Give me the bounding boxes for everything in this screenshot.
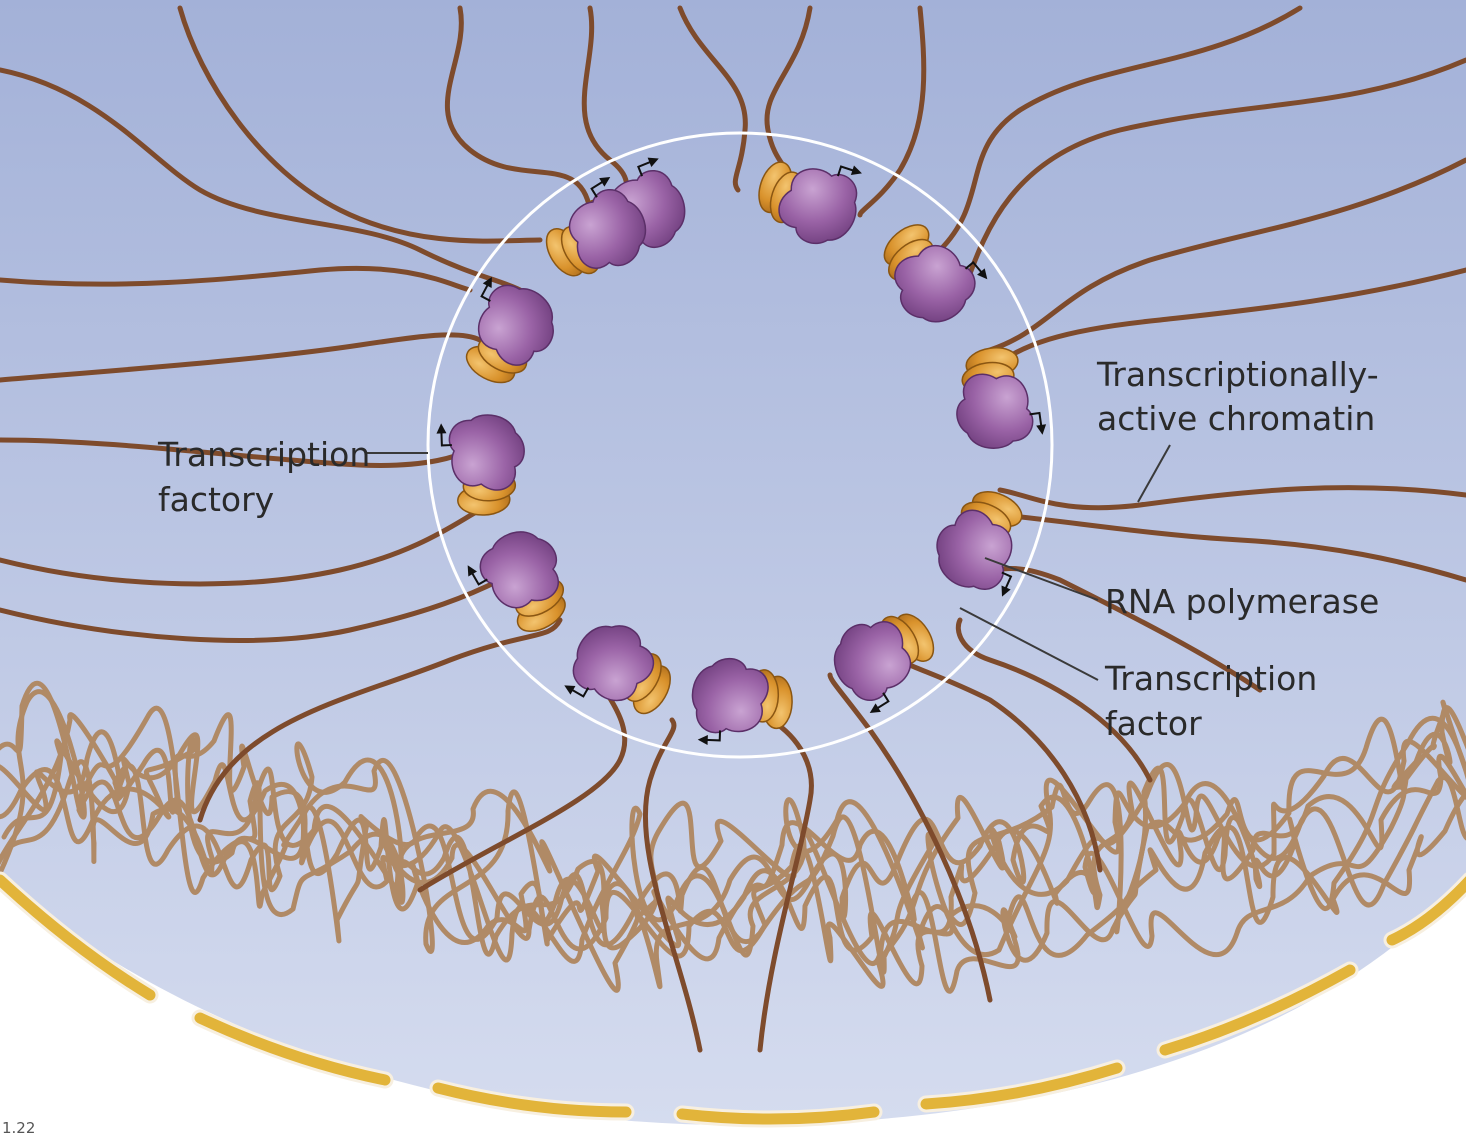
inactive-chromatin-strand bbox=[0, 699, 1466, 964]
leader-line-chromatin bbox=[1137, 444, 1171, 503]
label-transcription-factor: Transcription factor bbox=[1104, 659, 1328, 743]
transcription-complex bbox=[833, 613, 935, 713]
transcription-start-arrow bbox=[564, 685, 590, 698]
transcription-start-arrow bbox=[1029, 411, 1047, 435]
inactive-chromatin-strand bbox=[0, 689, 1466, 987]
transcription-complex bbox=[545, 177, 647, 277]
rna-polymerase bbox=[894, 244, 976, 323]
transcription-complex bbox=[564, 625, 671, 715]
label-transcription-factory: Transcription factory bbox=[157, 435, 381, 519]
transcription-complex bbox=[956, 347, 1047, 449]
transcription-complexes bbox=[436, 157, 1047, 746]
transcription-start-arrow bbox=[964, 260, 988, 280]
transcription-complex bbox=[936, 491, 1023, 597]
transcription-complex bbox=[691, 658, 793, 746]
rna-polymerase bbox=[936, 509, 1013, 590]
transcription-start-arrow bbox=[480, 276, 492, 302]
transcription-start-arrow bbox=[637, 157, 659, 177]
nuclear-envelope-segment bbox=[1159, 964, 1356, 1056]
rna-polymerase bbox=[691, 658, 769, 734]
transcription-complex bbox=[758, 161, 862, 245]
rna-polymerase bbox=[956, 373, 1034, 449]
transcription-complex bbox=[883, 224, 988, 323]
transcriptionally-active-chromatin bbox=[0, 5, 1466, 1053]
rna-polymerase bbox=[778, 168, 858, 245]
transcription-start-arrow bbox=[697, 730, 722, 746]
transcription-start-arrow bbox=[836, 165, 862, 177]
nuclear-envelope-segment bbox=[432, 1082, 632, 1118]
transcription-start-arrow bbox=[590, 177, 611, 198]
transcription-factory-outline bbox=[426, 131, 1054, 759]
transcription-complex bbox=[465, 276, 554, 384]
transcription-start-arrow bbox=[467, 565, 488, 586]
rna-polymerase bbox=[572, 625, 655, 702]
rna-polymerase bbox=[477, 284, 554, 366]
rna-polymerase bbox=[479, 531, 559, 609]
rna-polymerase bbox=[833, 621, 912, 701]
inactive-chromatin bbox=[0, 681, 1466, 994]
transcription-start-arrow bbox=[1001, 571, 1013, 597]
leader-lines bbox=[365, 444, 1171, 681]
label-rna-polymerase: RNA polymerase bbox=[1105, 582, 1379, 621]
transcription-complex bbox=[436, 414, 525, 516]
nuclear-envelope-segment bbox=[1386, 876, 1466, 946]
inactive-chromatin-strand bbox=[1, 702, 1466, 990]
inactive-chromatin-strand bbox=[0, 712, 1466, 967]
transcription-complex bbox=[467, 531, 566, 632]
nuclear-envelope-segment bbox=[920, 1062, 1123, 1110]
nuclear-envelope-segment bbox=[0, 874, 156, 1001]
leader-line-factor bbox=[959, 607, 1099, 681]
transcription-start-arrow bbox=[436, 423, 452, 447]
rna-polymerase bbox=[568, 189, 647, 269]
rna-polymerase bbox=[448, 414, 525, 491]
label-active-chromatin: Transcriptionally- active chromatin bbox=[1096, 355, 1389, 438]
figure-number: 1.22 bbox=[2, 1119, 35, 1135]
nuclear-envelope bbox=[0, 871, 1466, 1128]
nuclear-envelope-segment bbox=[676, 1106, 880, 1125]
transcription-start-arrow bbox=[869, 692, 890, 713]
nuclear-envelope-segment bbox=[194, 1012, 391, 1086]
leader-line-polymerase bbox=[984, 557, 1099, 601]
